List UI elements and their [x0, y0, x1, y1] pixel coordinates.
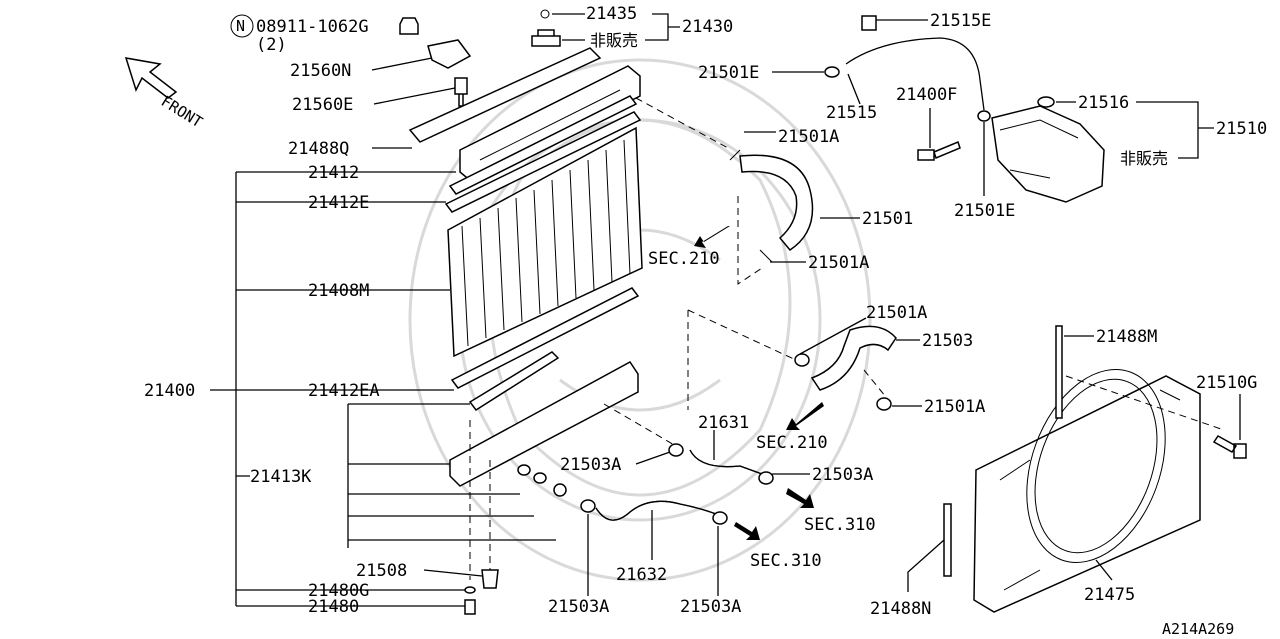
- bracket-21560N: [427, 39, 472, 69]
- arrow-sec210-b: [786, 402, 824, 430]
- label-21515E: 21515E: [930, 11, 991, 31]
- label-21632: 21632: [616, 565, 667, 585]
- radiator-cap: 21435 非販売 21430: [531, 4, 733, 50]
- grommet-21560E: [454, 77, 468, 107]
- label-21480G: 21480G: [308, 581, 369, 601]
- label-21412E: 21412E: [308, 193, 369, 213]
- label-21501A-3: 21501A: [866, 303, 927, 323]
- label-21413K: 21413K: [250, 467, 312, 487]
- label-21435: 21435: [586, 4, 637, 24]
- label-21503A-3: 21503A: [548, 597, 609, 617]
- gasket-21412EA: [450, 287, 640, 389]
- rubber-21508: [481, 569, 499, 589]
- label-21430: 21430: [682, 17, 733, 37]
- label-21501A-1: 21501A: [778, 127, 839, 147]
- label-21560N: 21560N: [290, 61, 351, 81]
- label-21501E-top: 21501E: [698, 63, 759, 83]
- label-21560E: 21560E: [292, 95, 353, 115]
- label-21480: 21480: [308, 597, 359, 617]
- not-for-sale-reservoir: 非販売: [1120, 149, 1168, 168]
- not-for-sale-cap: 非販売: [590, 31, 638, 50]
- label-21400F: 21400F: [896, 85, 957, 105]
- reservoir-hose-21515: [845, 37, 985, 111]
- label-21503A-2: 21503A: [812, 465, 873, 485]
- reservoir-tank: [991, 105, 1105, 203]
- hose-21631-inner: [689, 449, 763, 475]
- label-08911-1062G: 08911-1062G: [256, 17, 369, 37]
- label-sec210-b: SEC.210: [756, 433, 828, 453]
- label-21503: 21503: [922, 331, 973, 351]
- gasket-21412: [448, 95, 638, 195]
- label-qty-2: (2): [256, 35, 287, 55]
- n-symbol: N: [236, 17, 245, 35]
- label-21510G: 21510G: [1196, 373, 1257, 393]
- bolt-21510G: [1212, 435, 1247, 459]
- seal-21488M: [1055, 325, 1063, 419]
- seal-21488Q: [408, 47, 602, 143]
- label-21488Q: 21488Q: [288, 139, 349, 159]
- label-21400: 21400: [144, 381, 195, 401]
- label-21501: 21501: [862, 209, 913, 229]
- bracket-21400: [210, 172, 468, 607]
- washer-21480G: [464, 586, 476, 594]
- radiator-core-21408M: [447, 126, 643, 358]
- label-21510: 21510: [1216, 119, 1267, 139]
- label-21501E-bot: 21501E: [954, 201, 1015, 221]
- front-arrow: FRONT: [124, 57, 206, 131]
- upper-hose-21501: [739, 154, 814, 251]
- notice-callout: N 08911-1062G (2): [230, 14, 419, 55]
- lower-tank: [449, 361, 639, 487]
- diagram-code: A214A269: [1162, 620, 1234, 638]
- label-21408M: 21408M: [308, 281, 369, 301]
- label-21631: 21631: [698, 413, 749, 433]
- fan-shroud-21475: [973, 369, 1201, 613]
- lower-hose-21503: [810, 325, 897, 391]
- label-21488N: 21488N: [870, 599, 931, 619]
- label-21488M: 21488M: [1096, 327, 1157, 347]
- label-21412EA: 21412EA: [308, 381, 380, 401]
- drain-plug-21480: [464, 599, 476, 615]
- label-21501A-4: 21501A: [924, 397, 985, 417]
- label-21501A-2: 21501A: [808, 253, 869, 273]
- label-21515: 21515: [826, 103, 877, 123]
- label-21475: 21475: [1084, 585, 1135, 605]
- label-sec210-a: SEC.210: [648, 249, 720, 269]
- label-21508: 21508: [356, 561, 407, 581]
- front-label: FRONT: [158, 92, 206, 131]
- bolt-21400F: [917, 140, 961, 161]
- arrow-sec310-b: [734, 522, 760, 540]
- arrow-sec310-a: [786, 488, 814, 508]
- label-sec310-b: SEC.310: [750, 551, 822, 571]
- label-sec310-a: SEC.310: [804, 515, 876, 535]
- gasket-21412E: [444, 111, 642, 213]
- arrow-sec210-a: [694, 226, 730, 248]
- upper-tank: [459, 65, 641, 183]
- seal-21488N: [943, 503, 952, 577]
- label-21412: 21412: [308, 163, 359, 183]
- label-21503A-1: 21503A: [560, 455, 621, 475]
- label-21516: 21516: [1078, 93, 1129, 113]
- label-21503A-4: 21503A: [680, 597, 741, 617]
